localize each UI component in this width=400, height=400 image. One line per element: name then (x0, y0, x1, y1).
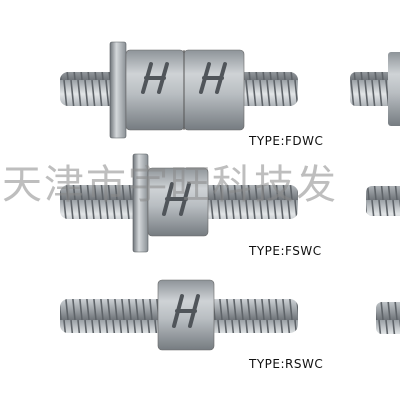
brand-logo-icon (141, 62, 227, 94)
watermark-text: 天津市宇旺科技发 (2, 162, 338, 208)
flange (109, 41, 127, 139)
brand-logo-icon (162, 182, 191, 216)
nut-body (147, 167, 209, 237)
ballscrew-rswc (60, 279, 298, 351)
ballscrew-fswc (60, 153, 298, 253)
type-label-fswc: TYPE:FSWC (249, 244, 322, 258)
cropped-products-right (350, 52, 400, 334)
type-label-fdwc: TYPE:FDWC (249, 134, 324, 148)
type-label-rswc: TYPE:RSWC (249, 357, 324, 371)
nut-body (157, 279, 215, 351)
brand-logo-icon (172, 294, 200, 328)
nut-body-left (125, 49, 185, 131)
ballscrew-fdwc (60, 41, 298, 139)
nut-body-right (183, 49, 245, 131)
